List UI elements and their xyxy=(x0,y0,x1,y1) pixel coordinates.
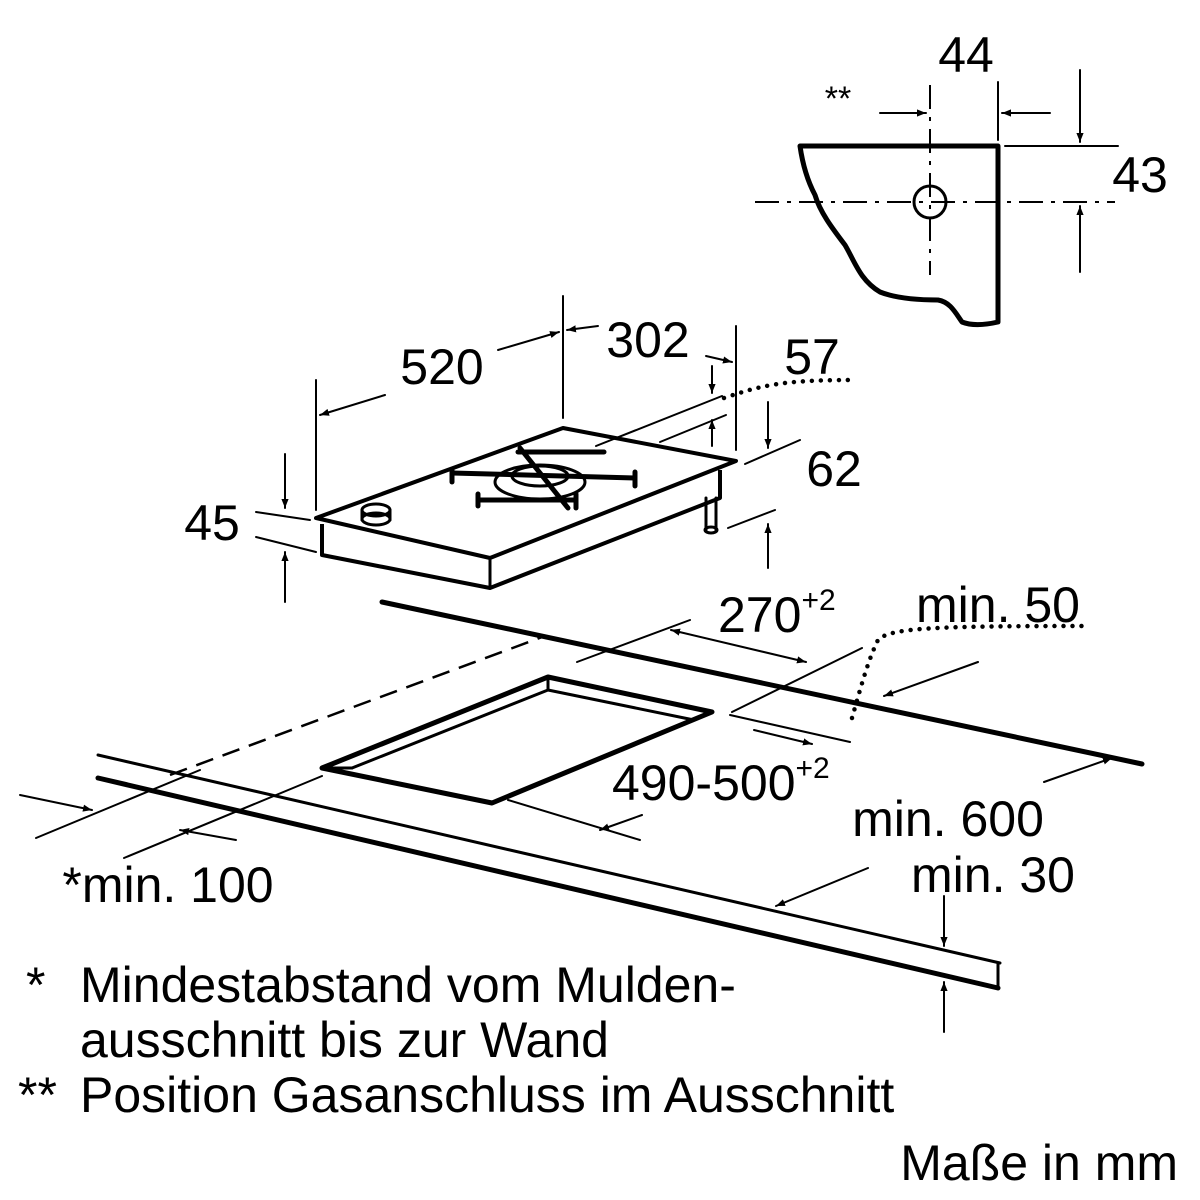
cutout-dimensions: 270+2 min. 50 490-500+2 min. 600 min. 30… xyxy=(19,577,1113,1033)
appliance-top-plate xyxy=(314,426,738,560)
note-mark: ** xyxy=(18,1067,57,1123)
note-text: Mindestabstand vom Mulden- xyxy=(80,957,736,1013)
pan-support xyxy=(449,445,638,511)
worktop-back-edge xyxy=(379,599,1145,767)
dim-arrow xyxy=(753,729,813,746)
cutout-width-label: 490-500+2 xyxy=(612,752,830,811)
gas-marker-label: ** xyxy=(825,80,851,118)
height-label: 62 xyxy=(806,441,862,497)
dim-arrow xyxy=(670,628,807,664)
note-text: ausschnitt bis zur Wand xyxy=(80,1012,609,1068)
cutout-opening xyxy=(319,674,715,806)
dim-arrow xyxy=(883,661,979,697)
extension-line xyxy=(727,509,776,529)
offset-label: 57 xyxy=(784,329,840,385)
control-knob xyxy=(360,502,392,527)
cutout-corner-outline xyxy=(797,143,1001,328)
appliance-dimensions: 520 302 57 62 45 xyxy=(184,295,862,603)
extension-line xyxy=(576,619,691,663)
appliance xyxy=(314,426,738,590)
front-height-label: 45 xyxy=(184,495,240,551)
min-wall-label: *min. 100 xyxy=(62,857,273,913)
worktop-front-edge xyxy=(95,775,1001,991)
dim-arrow xyxy=(19,794,93,812)
depth-label: 302 xyxy=(606,312,689,368)
dim-arrow xyxy=(179,828,237,841)
extension-line xyxy=(659,414,727,443)
extension-line xyxy=(731,647,863,713)
extension-line xyxy=(595,395,723,447)
offset-leader xyxy=(721,377,855,401)
units-label: Maße in mm xyxy=(900,1135,1178,1191)
dim-arrow xyxy=(775,867,869,907)
extension-line xyxy=(744,439,801,465)
dim-arrow xyxy=(566,325,599,333)
dim-arrow xyxy=(1043,757,1113,783)
dim-arrow xyxy=(319,394,386,416)
worktop-front-top-edge xyxy=(96,753,1002,965)
cutout-depth-label: 270+2 xyxy=(718,584,836,643)
gas-connector xyxy=(703,496,719,535)
min-side-label: min. 600 xyxy=(852,791,1044,847)
min-front-label: min. 30 xyxy=(911,847,1075,903)
width-label: 520 xyxy=(400,339,483,395)
worktop-side-hidden xyxy=(169,634,546,777)
extension-line xyxy=(729,714,851,743)
note-mark: * xyxy=(26,957,45,1013)
gas-connection-detail: 44 ** 43 xyxy=(755,27,1168,328)
min-back-label: min. 50 xyxy=(916,577,1080,633)
extension-line xyxy=(507,799,641,841)
dim-arrow xyxy=(599,814,643,831)
footnotes: * Mindestabstand vom Mulden- ausschnitt … xyxy=(18,957,1178,1191)
dim-arrow xyxy=(705,355,733,364)
min-back-leader xyxy=(849,623,1093,721)
dim-arrow xyxy=(497,331,560,351)
gas-x-label: 44 xyxy=(938,27,994,83)
note-text: Position Gasanschluss im Ausschnitt xyxy=(80,1067,894,1123)
extension-line xyxy=(255,511,311,521)
extension-line xyxy=(35,769,201,839)
extension-line xyxy=(123,775,323,859)
worktop xyxy=(95,599,1145,991)
extension-line xyxy=(255,536,317,553)
gas-y-label: 43 xyxy=(1112,147,1168,203)
